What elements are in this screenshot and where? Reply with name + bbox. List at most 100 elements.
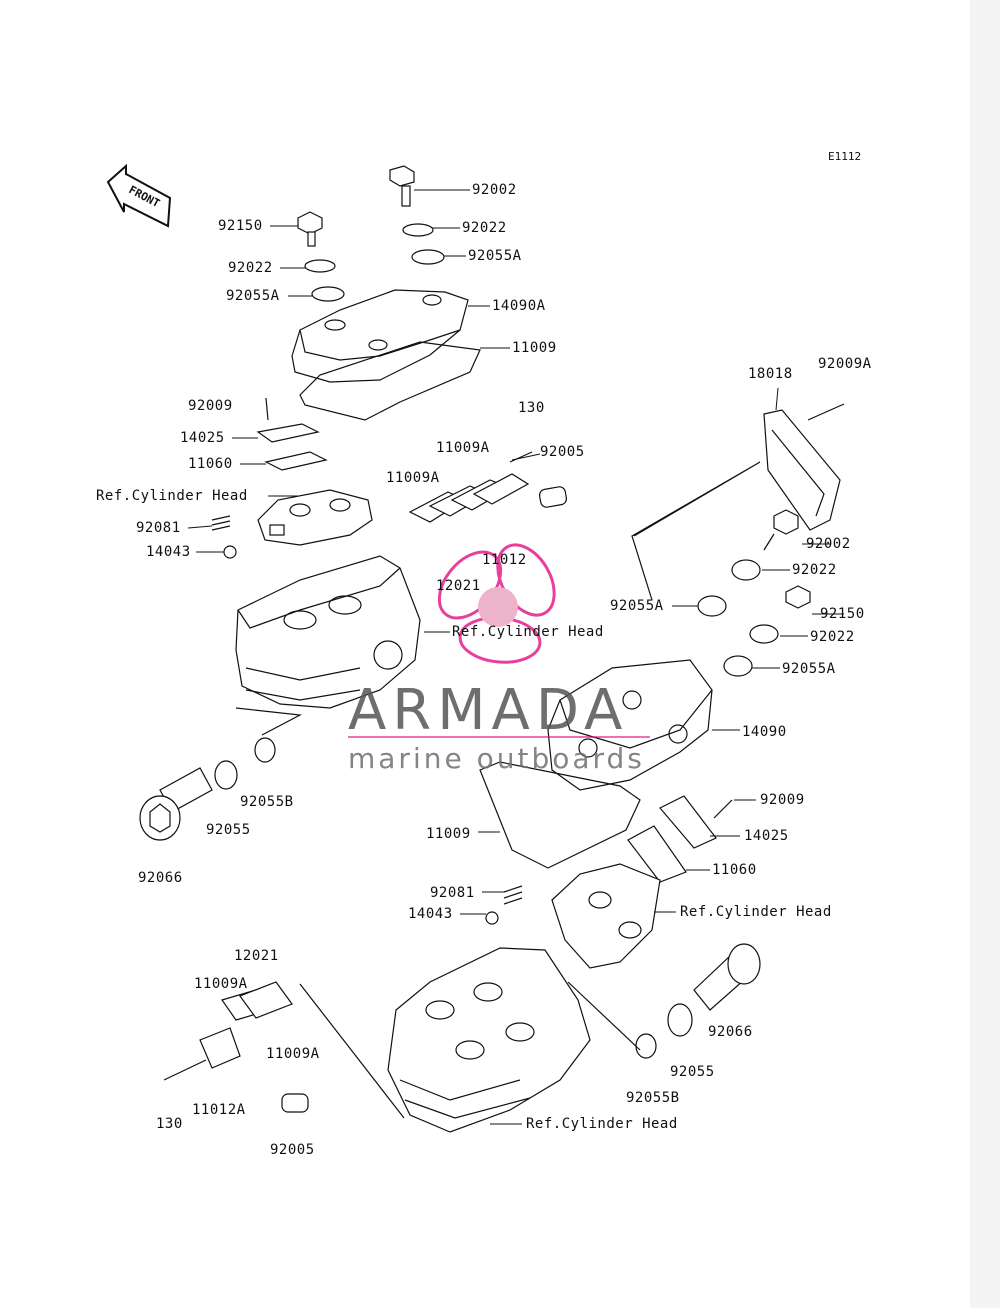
part-label: 92150 [820, 606, 865, 622]
washer-92022-right [731, 559, 761, 581]
part-label: 92081 [430, 885, 475, 901]
gasket-11009-right [479, 761, 641, 869]
plate-14025-right [659, 795, 717, 849]
part-label: 92022 [228, 260, 273, 276]
gasket-11060 [264, 451, 328, 471]
part-label: 92022 [792, 562, 837, 578]
part-label: 92022 [462, 220, 507, 236]
spring-92081 [211, 515, 231, 531]
front-arrow-icon: FRONT [106, 163, 172, 228]
watermark-brand-name: ARMADA [348, 678, 629, 743]
reed-valve-assembly-lower [199, 981, 293, 1069]
oring-92055b-upper [254, 737, 276, 763]
bolt-92150-right [785, 585, 811, 609]
screw-92009a [807, 403, 845, 421]
part-label: 92002 [806, 536, 851, 552]
part-label-ref: Ref.Cylinder Head [96, 488, 248, 504]
cylinder-head-right-small [551, 863, 661, 969]
part-label: 11009A [194, 976, 248, 992]
gasket-11060-right [627, 825, 687, 883]
part-label: 92055A [782, 661, 836, 677]
plug-14043 [223, 545, 237, 559]
leader-head-lower2 [567, 981, 641, 1051]
bolt-92002-top [389, 165, 415, 207]
washer-92022-top [402, 223, 434, 237]
oring-92055b-lower [635, 1033, 657, 1059]
part-label: 14090A [492, 298, 546, 314]
part-label: 130 [518, 400, 545, 416]
part-label: 11012A [192, 1102, 246, 1118]
cover-18018 [763, 409, 841, 531]
part-label: 11009 [426, 826, 471, 842]
part-label: 92005 [270, 1142, 315, 1158]
part-label: 14025 [180, 430, 225, 446]
pipe-92005-lower [281, 1093, 309, 1113]
part-label: 11009A [386, 470, 440, 486]
spring-92081-right [503, 885, 523, 905]
watermark-tagline: marine outboards [348, 742, 645, 775]
cylinder-head-lower [387, 947, 591, 1133]
part-label: 92055A [226, 288, 280, 304]
part-label: 92055 [206, 822, 251, 838]
part-label: 11009A [436, 440, 490, 456]
part-label: 92081 [136, 520, 181, 536]
part-label: 92002 [472, 182, 517, 198]
part-label: 14025 [744, 828, 789, 844]
part-label: 11012 [482, 552, 527, 568]
part-label: 92055A [468, 248, 522, 264]
reed-valve-assembly-upper [408, 451, 533, 523]
oring-92055-lower [667, 1003, 693, 1037]
cylinder-head-upper [235, 555, 421, 709]
bolt-92150 [297, 211, 323, 247]
bolt-130-lower [163, 1059, 207, 1081]
part-label: 11009A [266, 1046, 320, 1062]
part-label: 18018 [748, 366, 793, 382]
armada-logo [348, 543, 650, 738]
part-label: 92055 [670, 1064, 715, 1080]
plug-92066-upper [139, 767, 213, 841]
grommet-92055a-right [697, 595, 727, 617]
part-label: 14043 [146, 544, 191, 560]
part-label-ref: Ref.Cylinder Head [680, 904, 832, 920]
part-label: 12021 [436, 578, 481, 594]
part-label: 11060 [188, 456, 233, 472]
part-label: 12021 [234, 948, 279, 964]
figure-code: E1112 [828, 150, 862, 163]
washer-92022-right2 [749, 624, 779, 644]
pipe-92005 [538, 486, 568, 508]
grommet-92055a-right2 [723, 655, 753, 677]
plug-92066-lower [693, 943, 761, 1011]
part-label: 92150 [218, 218, 263, 234]
part-label: 92009 [188, 398, 233, 414]
leader-cover-right [631, 461, 761, 601]
cylinder-head-left-small [257, 489, 373, 546]
valve-cover-14090a [291, 289, 469, 383]
part-label: 92055B [626, 1090, 680, 1106]
part-label: 92009A [818, 356, 872, 372]
valve-cover-14090 [547, 659, 713, 791]
part-label: 92005 [540, 444, 585, 460]
part-label: 92066 [138, 870, 183, 886]
screw-92009 [265, 397, 269, 421]
washer-92022-left [304, 259, 336, 273]
part-label: 92022 [810, 629, 855, 645]
part-label: 92055A [610, 598, 664, 614]
oring-92055-upper [214, 760, 238, 790]
part-label: 14090 [742, 724, 787, 740]
plate-14025 [256, 423, 320, 443]
part-label: 92066 [708, 1024, 753, 1040]
leader-head-upper [235, 707, 303, 736]
grommet-92055a-top [411, 249, 445, 265]
plug-14043-right [485, 911, 499, 925]
screw-92009-right [713, 799, 733, 819]
leader-head-lower [299, 983, 405, 1119]
part-label: 11060 [712, 862, 757, 878]
part-label: 11009 [512, 340, 557, 356]
gasket-11009-top [299, 341, 481, 421]
part-label-ref: Ref.Cylinder Head [526, 1116, 678, 1132]
bolt-92002-right [763, 509, 799, 551]
grommet-92055a-left [311, 286, 345, 302]
part-label: 92009 [760, 792, 805, 808]
